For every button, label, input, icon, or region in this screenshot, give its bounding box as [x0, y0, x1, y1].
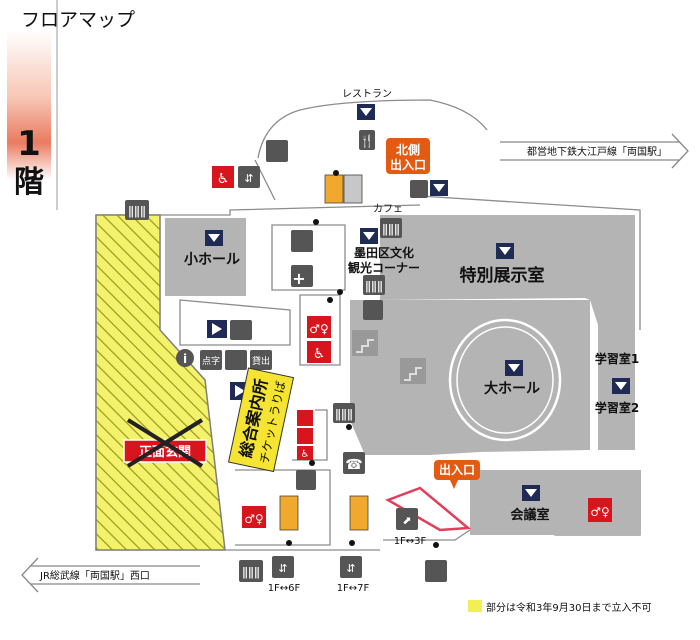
oedo-arrow: 都営地下鉄大江戸線「両国駅」	[500, 133, 689, 169]
facility-icons: + ☎ ⇵ ⇵ ⇵ ⬈ 🍴	[200, 130, 447, 582]
locker-icon	[363, 300, 383, 320]
svg-text:♂♀: ♂♀	[590, 505, 610, 519]
sumida-corner-line1: 墨田区文化	[354, 245, 414, 260]
braille-label: 点字	[202, 355, 220, 367]
elevator-icon	[272, 556, 294, 578]
great-hall-circle	[448, 318, 562, 442]
accessible-icon	[307, 341, 331, 363]
main-entrance-label: 正面玄関	[139, 444, 191, 460]
elevator-1-range: 1F↔6F	[268, 583, 301, 594]
east-exit-label: 出入口	[439, 462, 475, 477]
east-exit-sign: 出入口	[434, 460, 480, 489]
svg-text:⇵: ⇵	[278, 562, 287, 575]
stairs-icon	[400, 358, 426, 384]
elevator-icon	[238, 166, 260, 188]
legend-text: 部分は令和3年9月30日まで立入不可	[486, 601, 651, 614]
cafe-label: カフェ	[373, 203, 403, 215]
main-entrance: 正面玄関	[123, 418, 207, 468]
small-hall-room	[165, 218, 246, 296]
restaurant-icon	[359, 130, 375, 150]
restroom-icon	[363, 275, 385, 295]
title-suffix: 階	[14, 165, 44, 200]
north-exit-sign: 北側 出入口	[386, 138, 430, 174]
svg-text:☎: ☎	[345, 457, 362, 473]
nursing-room-icon	[291, 230, 313, 252]
accessible-icon	[212, 166, 234, 188]
north-exit-line2: 出入口	[390, 157, 426, 172]
svg-text:♂♀: ♂♀	[244, 512, 264, 526]
sumida-corner-line2: 観光コーナー	[348, 260, 420, 275]
elevator-2-range: 1F↔7F	[337, 583, 370, 594]
svg-text:♿: ♿	[301, 449, 310, 460]
info-center: 総合案内所 チケットうりば	[227, 367, 295, 473]
info-icon	[176, 349, 194, 367]
escalator-range: 1F↔3F	[394, 536, 427, 547]
svg-text:ǁǁǁ: ǁǁǁ	[365, 279, 383, 293]
svg-text:ǁǁǁ: ǁǁǁ	[242, 565, 260, 579]
elevator-icon	[340, 556, 362, 578]
svg-text:ǁǁǁ: ǁǁǁ	[128, 204, 146, 218]
jr-arrow: JR総武線「両国駅」西口	[21, 557, 200, 593]
restroom-icon	[125, 200, 149, 220]
special-exhibit-label: 特別展示室	[460, 265, 545, 286]
svg-text:♂♀: ♂♀	[309, 322, 329, 336]
conference-room-label: 会議室	[510, 507, 549, 523]
conference-room	[470, 470, 575, 535]
legend: 部分は令和3年9月30日まで立入不可	[468, 600, 651, 614]
svg-text:⬈: ⬈	[402, 514, 411, 527]
connector-dots	[286, 170, 439, 548]
red-restroom-icons: ♂♀ ♿ ♿ ♂♀ ♂♀ ♿	[212, 166, 612, 528]
legend-swatch	[468, 600, 482, 612]
escalator-icon	[396, 508, 418, 530]
phone-icon	[343, 452, 365, 474]
special-exhibit-room	[380, 215, 635, 325]
jr-label: JR総武線「両国駅」西口	[39, 569, 150, 582]
svg-text:⇵: ⇵	[346, 562, 355, 575]
restroom-icons: ǁǁǁ ǁǁǁ ǁǁǁ ǁǁǁ ǁǁǁ	[125, 200, 402, 582]
rental-label: 貸出	[252, 355, 270, 367]
restroom-icon	[239, 560, 263, 582]
svg-text:i: i	[183, 352, 187, 366]
restaurant-label: レストラン	[342, 88, 392, 100]
restroom-icon	[333, 403, 355, 423]
stairs-icon	[352, 330, 378, 356]
svg-text:+: +	[292, 269, 305, 288]
map-title: フロアマップ 1 階	[7, 0, 135, 210]
restroom-icon	[380, 218, 402, 238]
marker-icons	[205, 104, 630, 501]
smoking-icon	[425, 560, 447, 582]
restroom-red-icon	[242, 506, 266, 528]
restroom-red-icon	[588, 498, 612, 522]
svg-text:⇵: ⇵	[244, 172, 253, 185]
svg-text:♿: ♿	[313, 346, 326, 362]
first-aid-icon	[291, 265, 313, 287]
north-exit-line1: 北側	[396, 142, 420, 157]
study-room-1-label: 学習室1	[595, 351, 639, 366]
coin-locker-icon	[230, 320, 252, 340]
corridor-block	[350, 300, 395, 455]
restroom-red-icon	[307, 316, 331, 338]
oedo-label: 都営地下鉄大江戸線「両国駅」	[527, 145, 667, 158]
svg-text:🍴: 🍴	[360, 134, 375, 148]
svg-text:♿: ♿	[217, 171, 230, 187]
title-number: 1	[17, 124, 41, 164]
title-text: フロアマップ	[21, 9, 135, 31]
elevator-shafts	[279, 174, 369, 531]
locker-icon	[296, 470, 316, 490]
cafe-icon	[410, 180, 428, 198]
escalator	[385, 486, 472, 532]
study-room-2-label: 学習室2	[595, 400, 639, 415]
svg-text:ǁǁǁ: ǁǁǁ	[335, 407, 353, 421]
great-hall-label: 大ホール	[484, 380, 540, 397]
small-hall-label: 小ホール	[184, 252, 240, 268]
svg-text:ǁǁǁ: ǁǁǁ	[382, 222, 400, 236]
smoking-icon	[266, 140, 288, 162]
